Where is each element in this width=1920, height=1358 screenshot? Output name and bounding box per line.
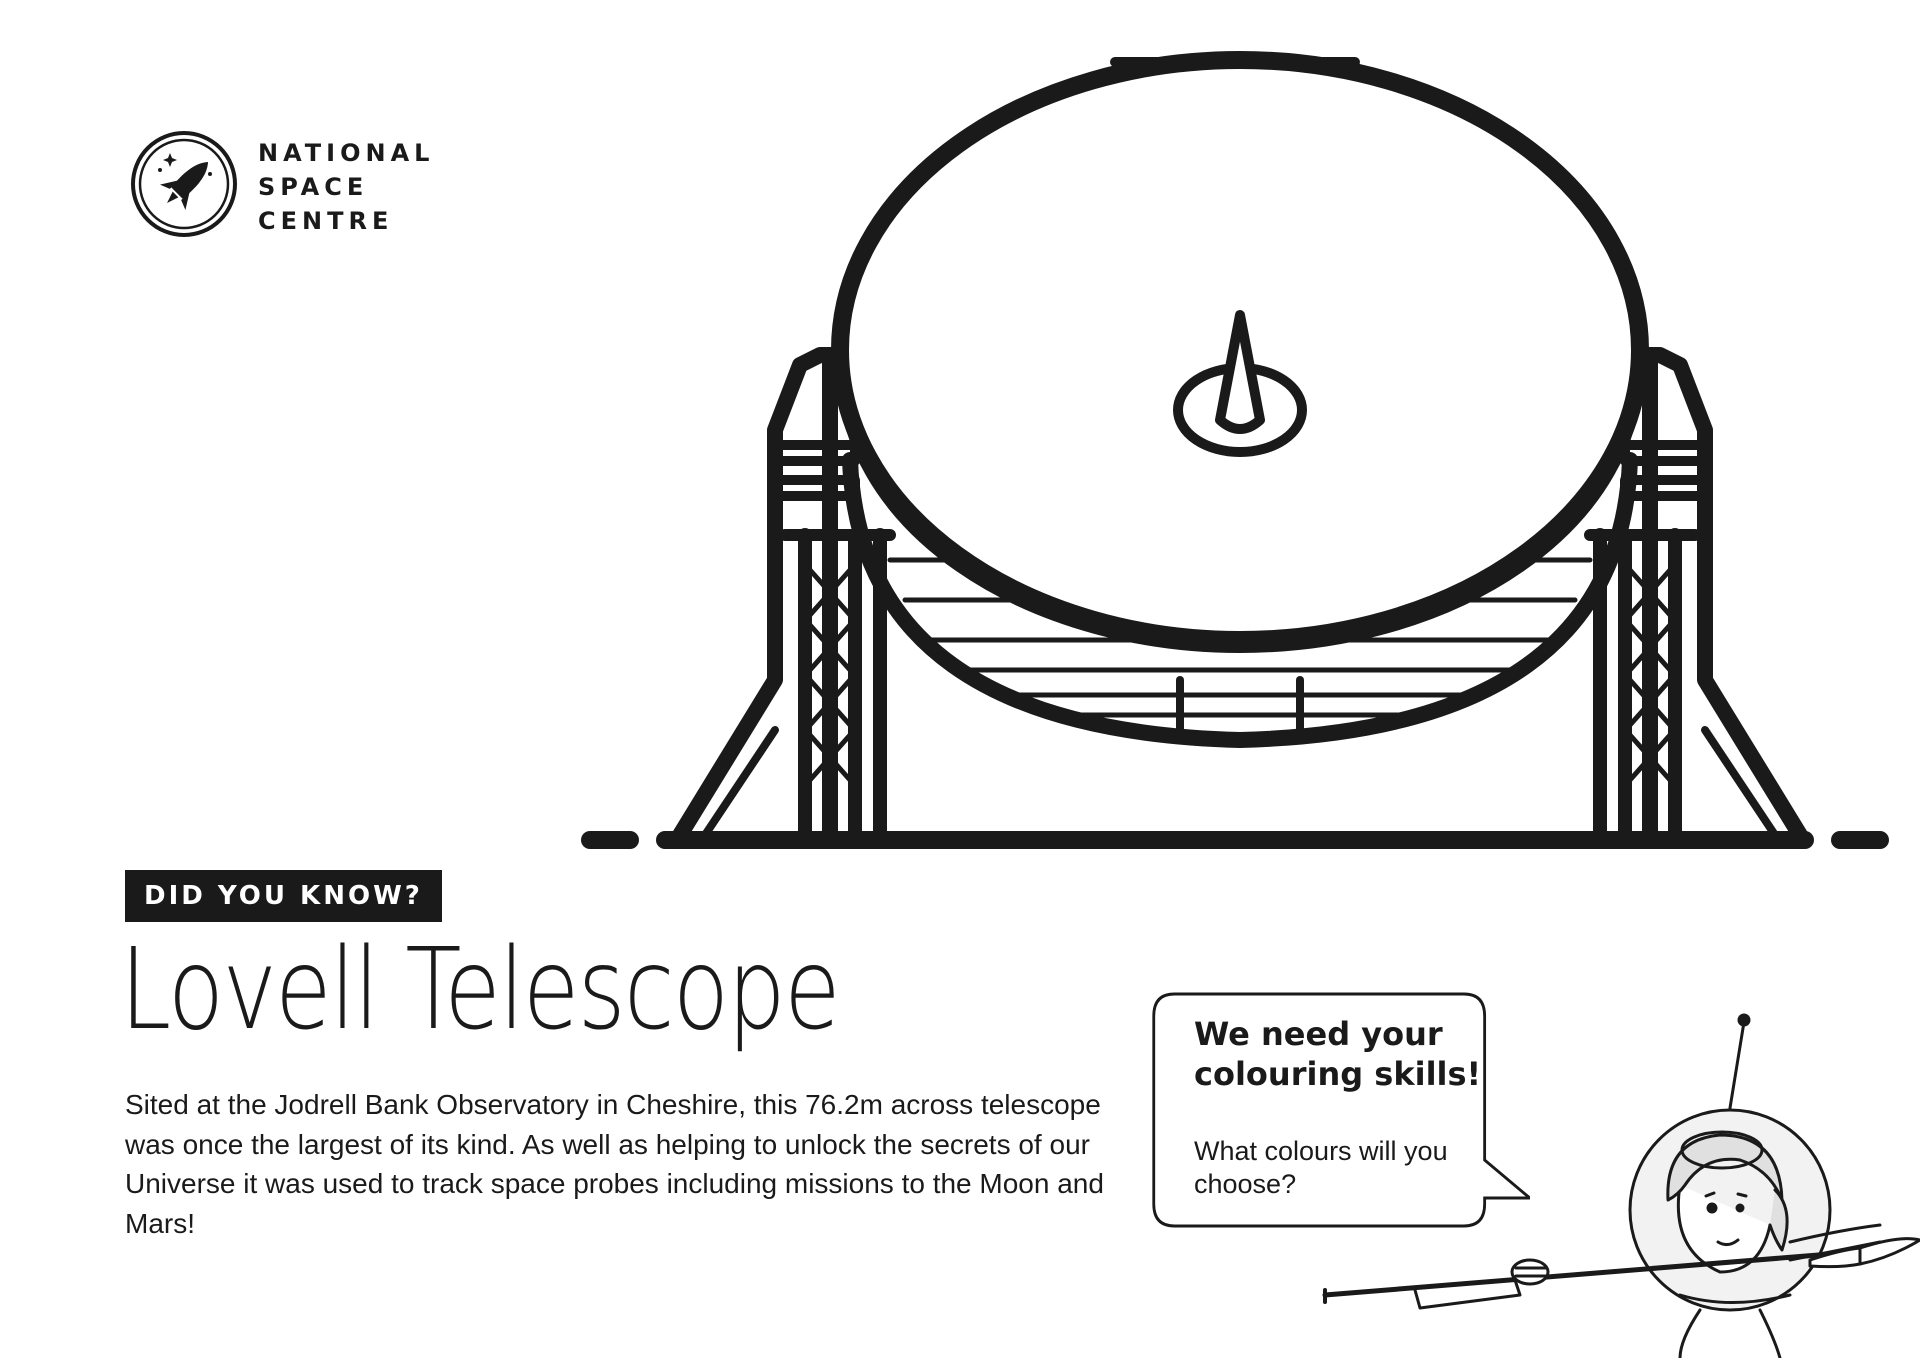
speech-bubble-heading: We need your colouring skills! xyxy=(1194,1015,1482,1093)
logo-line-space: SPACE xyxy=(258,173,369,201)
did-you-know-badge: DID YOU KNOW? xyxy=(125,870,442,922)
logo-line-national: NATIONAL xyxy=(258,139,435,167)
speech-bubble-outline xyxy=(1152,992,1530,1228)
telescope-description: Sited at the Jodrell Bank Observatory in… xyxy=(125,1089,1104,1239)
national-space-centre-logo: NATIONAL SPACE CENTRE xyxy=(130,130,450,240)
logo-wordmark: NATIONAL SPACE CENTRE xyxy=(258,136,434,238)
logo-line-centre: CENTRE xyxy=(258,207,394,235)
page-title: Lovell Telescope xyxy=(120,925,841,1055)
speech-bubble-subtext: What colours will you choose? xyxy=(1194,1136,1448,1199)
speech-bubble: We need your colouring skills! What colo… xyxy=(1150,990,1530,1230)
telescope-illustration xyxy=(581,51,1889,849)
rocket-icon xyxy=(131,131,237,237)
astronaut-illustration xyxy=(1322,1013,1920,1358)
